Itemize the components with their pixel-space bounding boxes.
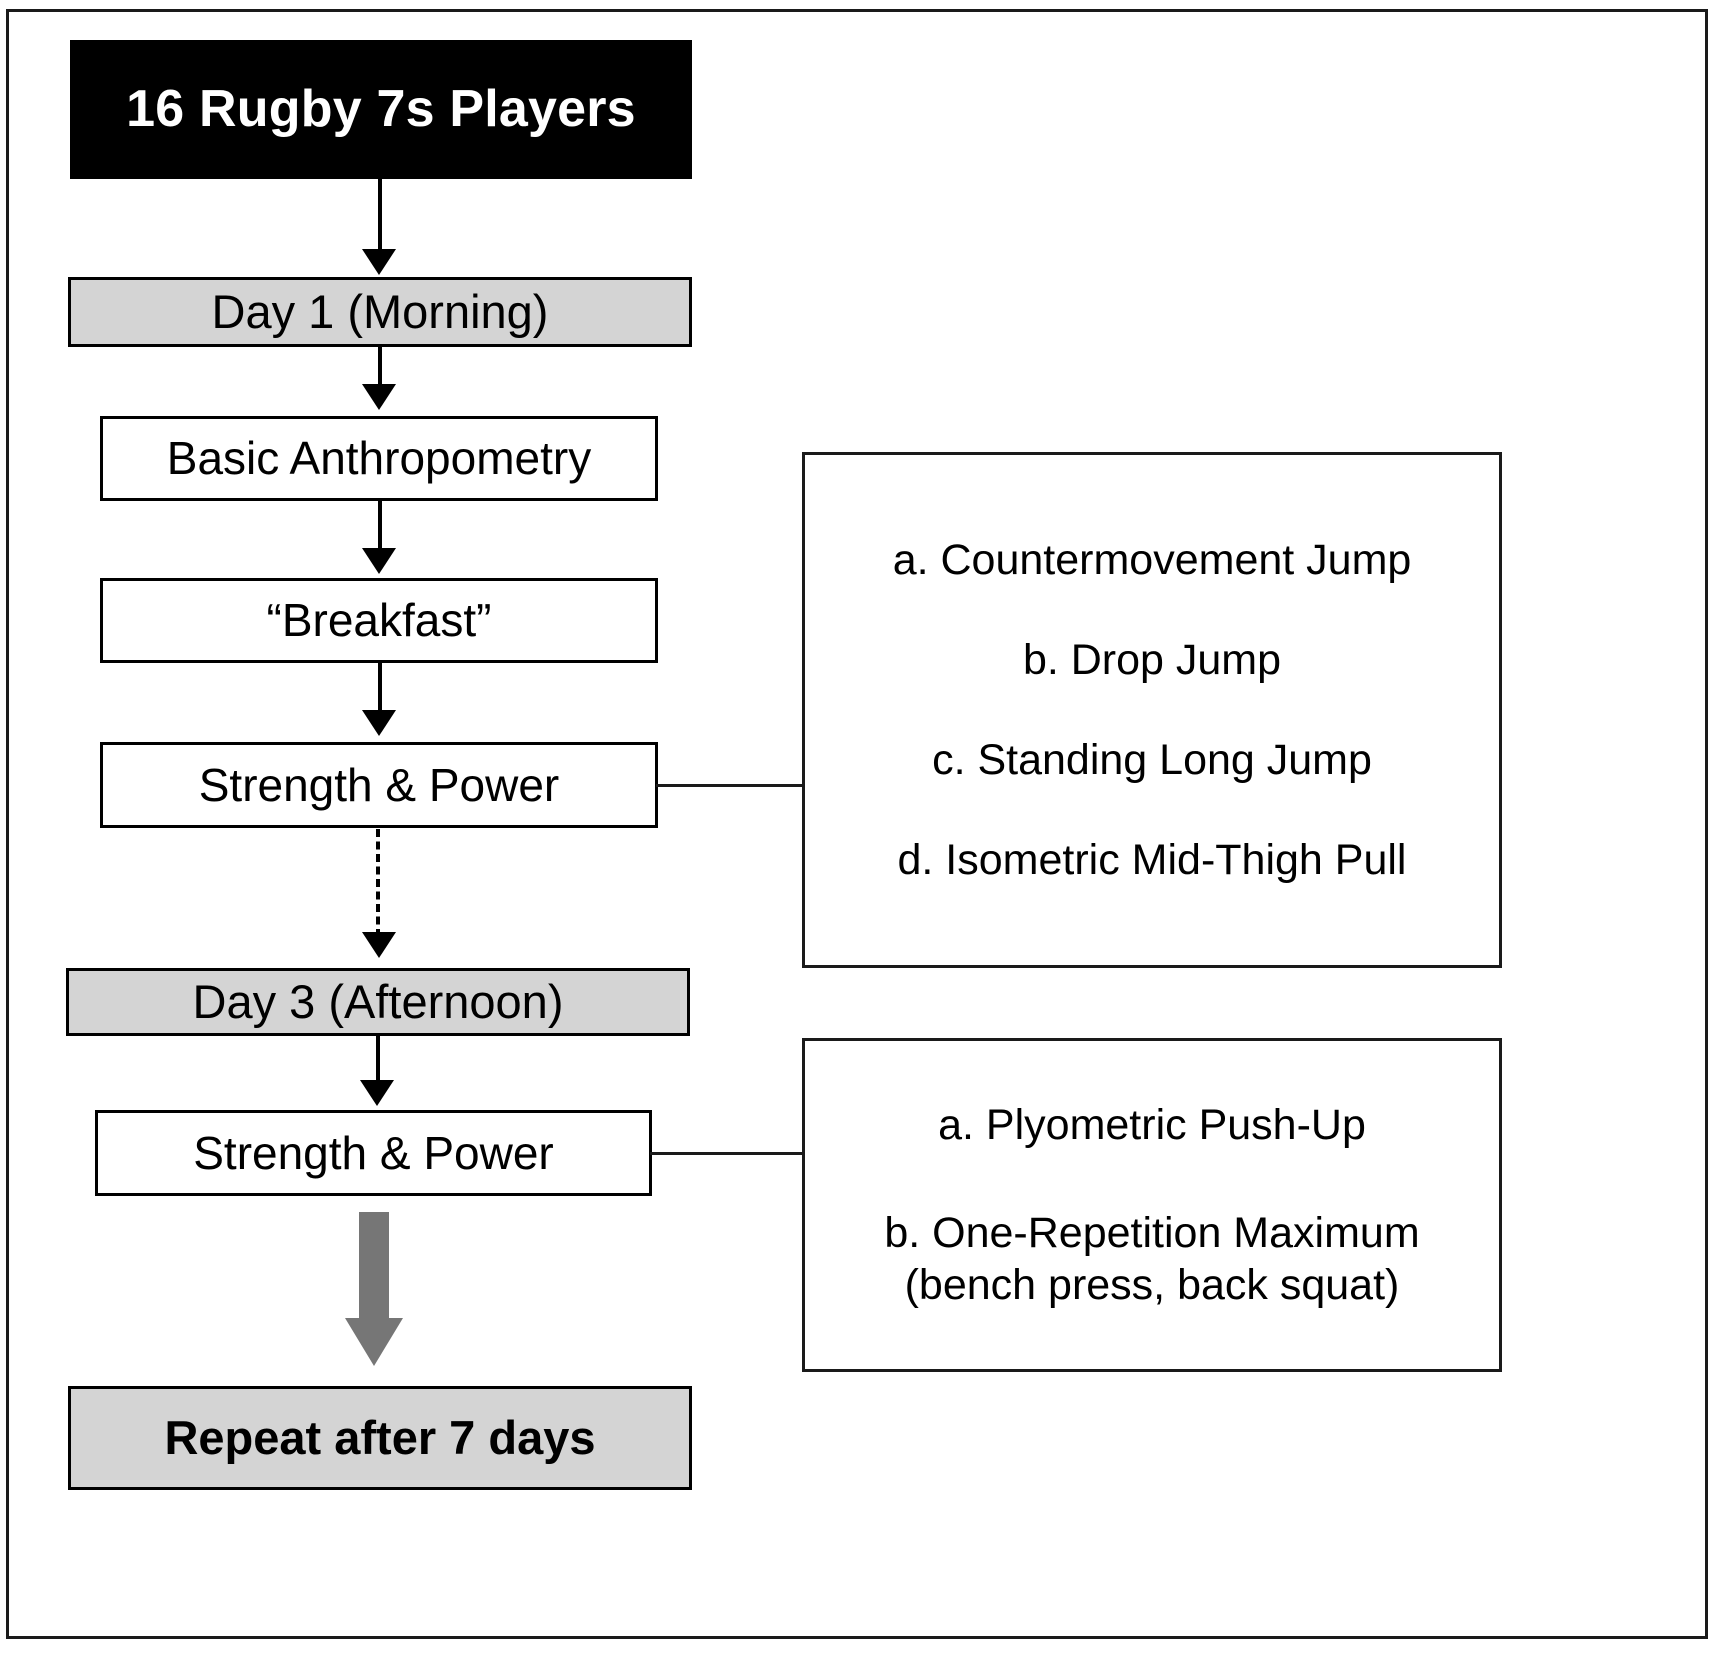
sidebox1-item-a: a. Countermovement Jump xyxy=(892,535,1412,584)
arrowhead-strength1-day3 xyxy=(362,932,396,958)
node-repeat-after-7-days: Repeat after 7 days xyxy=(68,1386,692,1490)
figure-border xyxy=(6,9,1708,1639)
thick-arrow-shaft xyxy=(359,1212,389,1322)
node-participants: 16 Rugby 7s Players xyxy=(70,40,692,179)
connector-participants-day1 xyxy=(378,179,382,253)
node-breakfast: “Breakfast” xyxy=(100,578,658,663)
sidebox1-item-c: c. Standing Long Jump xyxy=(932,736,1372,784)
connector-breakfast-strength1 xyxy=(378,663,382,713)
connector-strength1-day3-dashed xyxy=(376,829,380,937)
arrowhead-day1-anthropometry xyxy=(362,384,396,410)
sidebox-day3-tests: a. Plyometric Push-Up b. One-Repetition … xyxy=(802,1038,1502,1372)
sidebox1-item-b: b. Drop Jump xyxy=(1022,635,1282,684)
node-day1: Day 1 (Morning) xyxy=(68,277,692,347)
node-basic-anthropometry: Basic Anthropometry xyxy=(100,416,658,501)
connector-strength1-sidebox1 xyxy=(656,784,803,787)
connector-day1-anthropometry xyxy=(378,347,382,387)
connector-day3-strength2 xyxy=(376,1036,380,1083)
node-day3: Day 3 (Afternoon) xyxy=(66,968,690,1036)
sidebox-day1-tests: a. Countermovement Jump b. Drop Jump c. … xyxy=(802,452,1502,968)
node-strength-power-day3: Strength & Power xyxy=(95,1110,652,1196)
node-strength-power-day1: Strength & Power xyxy=(100,742,658,828)
sidebox2-item-a: a. Plyometric Push-Up xyxy=(938,1100,1366,1149)
sidebox2-item-b-detail: (bench press, back squat) xyxy=(904,1261,1400,1310)
connector-anthropometry-breakfast xyxy=(378,501,382,551)
thick-arrow-head xyxy=(345,1318,403,1366)
connector-strength2-sidebox2 xyxy=(650,1152,803,1155)
connector-strength2-repeat-thick xyxy=(345,1212,403,1372)
sidebox1-item-d: d. Isometric Mid-Thigh Pull xyxy=(897,836,1407,885)
arrowhead-breakfast-strength1 xyxy=(362,710,396,736)
sidebox2-item-b: b. One-Repetition Maximum xyxy=(884,1208,1420,1257)
arrowhead-day3-strength2 xyxy=(360,1080,394,1106)
arrowhead-anthropometry-breakfast xyxy=(362,548,396,574)
arrowhead-participants-day1 xyxy=(362,249,396,275)
